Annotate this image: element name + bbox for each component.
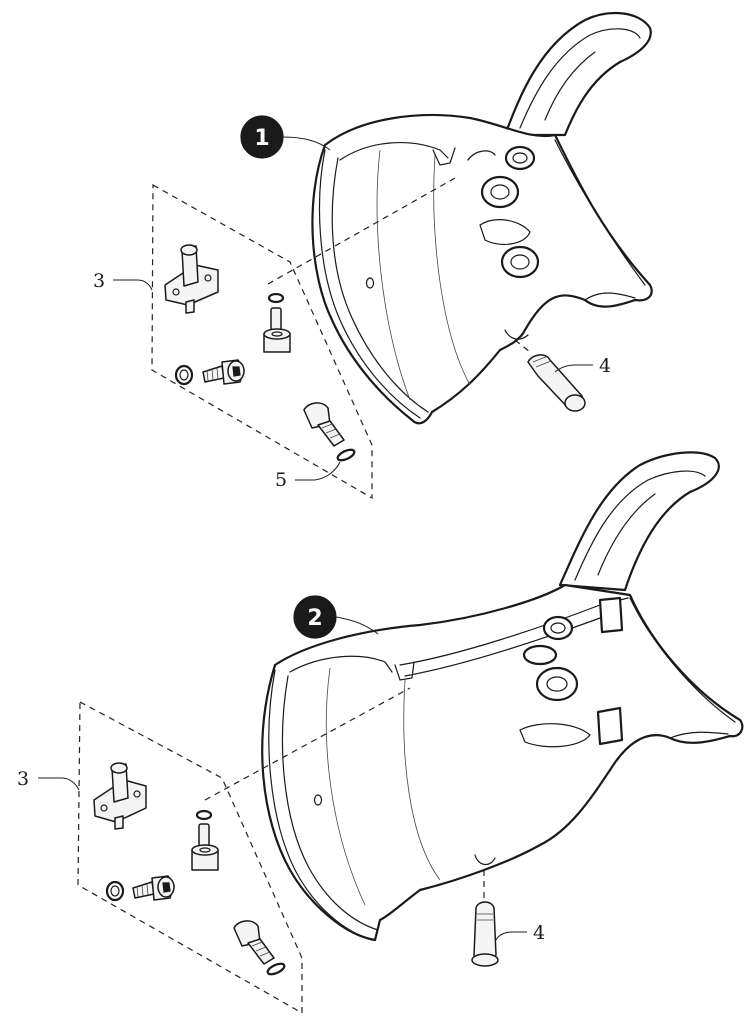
o-ring-small-2 <box>195 809 213 821</box>
callout-leader-4-fig1 <box>554 364 593 373</box>
o-ring-large-1 <box>174 364 194 386</box>
callout-label-5-fig1: 5 <box>275 469 287 491</box>
o-ring-item-5 <box>336 448 356 462</box>
o-ring-small-1 <box>267 292 285 304</box>
valve-part-1 <box>527 354 586 412</box>
o-ring-part-2 <box>266 962 286 976</box>
stud-nut-part-1 <box>263 307 291 353</box>
valve-line-1 <box>514 339 531 353</box>
figure-badge-1-label: 1 <box>254 126 269 151</box>
fender-shell-2 <box>261 451 744 942</box>
fender-shell-1 <box>311 12 653 425</box>
screw-part-2 <box>233 920 275 965</box>
badge-leader-2 <box>335 616 379 635</box>
assembly-box-2 <box>77 701 303 1015</box>
callout-leader-3-fig1 <box>113 279 153 291</box>
valve-part-2 <box>471 901 499 967</box>
stud-nut-part-2 <box>191 823 219 871</box>
bracket-part-1 <box>164 244 219 314</box>
callout-label-3-fig2: 3 <box>17 768 29 790</box>
o-ring-large-2 <box>105 880 125 902</box>
assembly-box-1 <box>151 183 373 500</box>
figure-badge-2-label: 2 <box>307 606 322 631</box>
o-ring-hole-1 <box>179 369 189 381</box>
badge-leader-1 <box>282 136 331 151</box>
cap-screw-part-2 <box>132 875 175 901</box>
callout-label-3-fig1: 3 <box>93 270 105 292</box>
assembly-line-2 <box>204 687 411 801</box>
bracket-part-2 <box>93 762 147 830</box>
cap-screw-part-1 <box>202 359 245 385</box>
o-ring-hole-2 <box>110 885 120 897</box>
callout-leader-3-fig2 <box>38 777 80 791</box>
screw-item-5 <box>303 402 345 447</box>
callout-label-4-fig1: 4 <box>599 355 611 377</box>
figure-badge-1: 1 <box>240 115 284 159</box>
callout-leader-5-fig1 <box>295 461 341 481</box>
callout-label-4-fig2: 4 <box>533 922 545 944</box>
figure-1: 1 3 4 5 <box>93 12 653 500</box>
figure-2: 2 3 4 <box>17 451 744 1015</box>
figure-badge-2: 2 <box>293 595 337 639</box>
assembly-line-1 <box>267 177 456 285</box>
callout-leader-4-fig2 <box>495 931 527 941</box>
